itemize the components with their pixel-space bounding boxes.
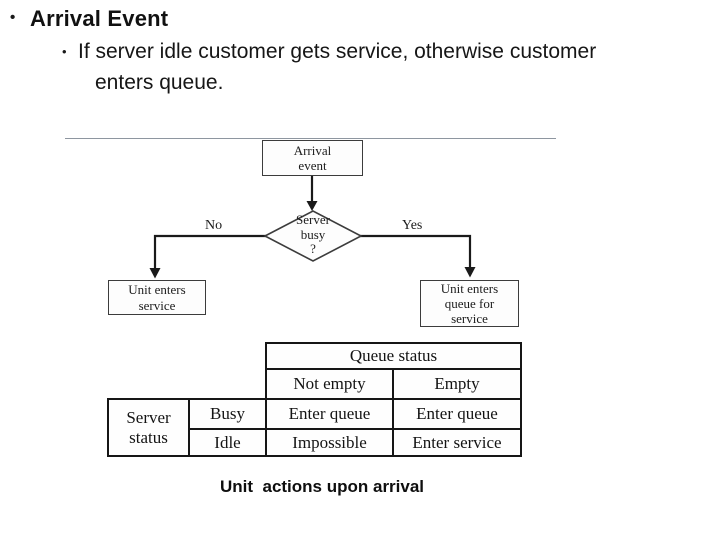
table-group-header: Queue status bbox=[265, 342, 522, 370]
decision-line1: Server bbox=[296, 212, 330, 227]
flowchart-start-box: Arrival event bbox=[262, 140, 363, 176]
bullet-text-line2: enters queue. bbox=[95, 71, 224, 94]
decision-line3: ? bbox=[310, 241, 316, 257]
diagram-top-divider bbox=[65, 138, 556, 139]
table-row-header: Idle bbox=[188, 428, 267, 457]
connector-yes-branch bbox=[360, 234, 472, 269]
figure-caption: Unit actions upon arrival bbox=[220, 477, 425, 496]
page-title: Arrival Event bbox=[30, 6, 169, 31]
table-blank-cell bbox=[108, 369, 266, 399]
decision-table: Queue status Not empty Empty Server stat… bbox=[107, 342, 522, 457]
left-box-line1: Unit enters bbox=[128, 282, 186, 298]
branch-label-yes: Yes bbox=[402, 218, 423, 233]
table-col-header: Not empty bbox=[265, 368, 394, 400]
table-row-group-header: Server status bbox=[107, 398, 190, 457]
arrowhead-down-icon bbox=[306, 201, 318, 211]
connector-no-branch bbox=[153, 234, 266, 270]
right-box-line3: service bbox=[451, 311, 488, 327]
bullet-text-line1: If server idle customer gets service, ot… bbox=[78, 40, 597, 63]
start-box-line2: event bbox=[298, 158, 327, 173]
table-blank-cell bbox=[108, 343, 266, 369]
sub-bullet-icon: • bbox=[62, 44, 67, 59]
title-bullet-icon: • bbox=[10, 9, 16, 26]
table-cell: Enter service bbox=[392, 428, 522, 457]
arrowhead-down-icon bbox=[464, 267, 476, 278]
left-box-line2: service bbox=[138, 297, 176, 313]
table-cell: Enter queue bbox=[392, 398, 522, 430]
table-row-header: Busy bbox=[188, 398, 267, 430]
table-cell: Impossible bbox=[265, 428, 394, 457]
unit-actions-table: Queue status Not empty Empty Server stat… bbox=[107, 342, 522, 457]
start-box-line1: Arrival bbox=[293, 142, 332, 158]
table-cell: Enter queue bbox=[265, 398, 394, 430]
flowchart-right-outcome-box: Unit enters queue for service bbox=[420, 280, 519, 327]
decision-node-label: Server busy ? bbox=[276, 212, 350, 257]
row-group-line2: status bbox=[129, 427, 168, 447]
decision-line2: busy bbox=[300, 226, 326, 242]
branch-label-no: No bbox=[205, 218, 223, 233]
table-col-header: Empty bbox=[392, 368, 522, 400]
right-box-line2: queue for bbox=[444, 295, 495, 311]
flowchart-left-outcome-box: Unit enters service bbox=[108, 280, 206, 315]
right-box-line1: Unit enters bbox=[440, 280, 499, 296]
row-group-line1: Server bbox=[126, 407, 171, 427]
arrowhead-down-icon bbox=[149, 268, 161, 279]
